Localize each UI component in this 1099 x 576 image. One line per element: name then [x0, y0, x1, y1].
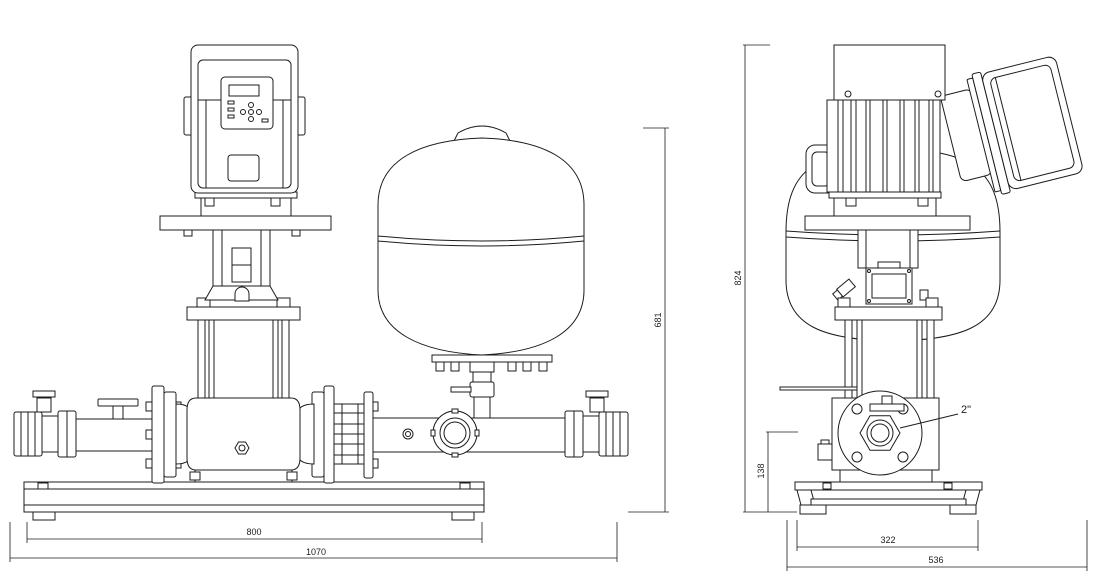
dimension-label-overall-width: 536 — [928, 555, 943, 565]
pump-head-plate-side — [834, 306, 943, 321]
dimension-label-base-length: 800 — [246, 527, 261, 537]
keypad-button — [256, 109, 262, 115]
base-frame — [23, 481, 485, 521]
check-valve — [311, 385, 379, 484]
base-frame-side — [794, 481, 983, 515]
size-callout-leader — [899, 413, 959, 429]
fan-cover — [833, 44, 946, 101]
base-foot-right — [451, 511, 475, 521]
pump-column-side — [856, 319, 923, 399]
tie-rod-right — [281, 319, 290, 399]
motor-side — [804, 44, 971, 231]
tank-valve-lever — [450, 386, 472, 393]
side-view — [779, 44, 1083, 515]
motor-flange — [159, 215, 332, 231]
gauge — [97, 398, 139, 407]
pump-body — [186, 397, 301, 471]
pump-side — [779, 229, 943, 483]
tank-valve — [469, 381, 495, 398]
pump-column — [208, 319, 279, 399]
dimension-label-connection-height: 138 — [756, 463, 766, 478]
front-view — [13, 44, 629, 521]
discharge-manifold — [371, 390, 629, 458]
dimension-label-side-height: 824 — [733, 270, 743, 285]
front-dimension-lines — [9, 127, 669, 562]
dimension-label-overall-length: 1070 — [306, 547, 326, 557]
nameplate — [865, 267, 913, 305]
dimension-label-front-height: 681 — [653, 312, 663, 327]
tie-rod-left — [197, 319, 206, 399]
cover-window — [227, 154, 260, 182]
keypad-button — [248, 116, 254, 122]
valve-body-left — [36, 397, 52, 413]
side-dimension-lines — [743, 44, 1088, 571]
keypad-button — [248, 102, 254, 108]
motor-flange-side — [804, 215, 971, 231]
keypad-button — [248, 109, 254, 115]
drain-plug-hex — [234, 441, 250, 455]
dimension-label-base-width: 322 — [880, 535, 895, 545]
pump — [159, 215, 332, 483]
drain-plug — [402, 428, 414, 440]
pressure-tank — [377, 125, 585, 419]
inlet-flange — [145, 385, 182, 484]
valve-handle-right — [585, 390, 609, 398]
display-screen — [228, 84, 260, 97]
valve-handle-left — [32, 390, 56, 398]
control-panel — [220, 76, 274, 130]
pump-head-plate — [186, 306, 301, 321]
base-foot-left — [32, 511, 56, 521]
controller-side — [941, 56, 1083, 195]
gauge-side — [779, 386, 858, 391]
valve-body-right — [589, 397, 605, 413]
controller-body — [982, 56, 1083, 190]
keypad-button — [240, 109, 246, 115]
motor-with-controller — [183, 44, 306, 217]
connection-size-label: 2" — [961, 404, 971, 416]
suction-manifold — [13, 390, 153, 458]
